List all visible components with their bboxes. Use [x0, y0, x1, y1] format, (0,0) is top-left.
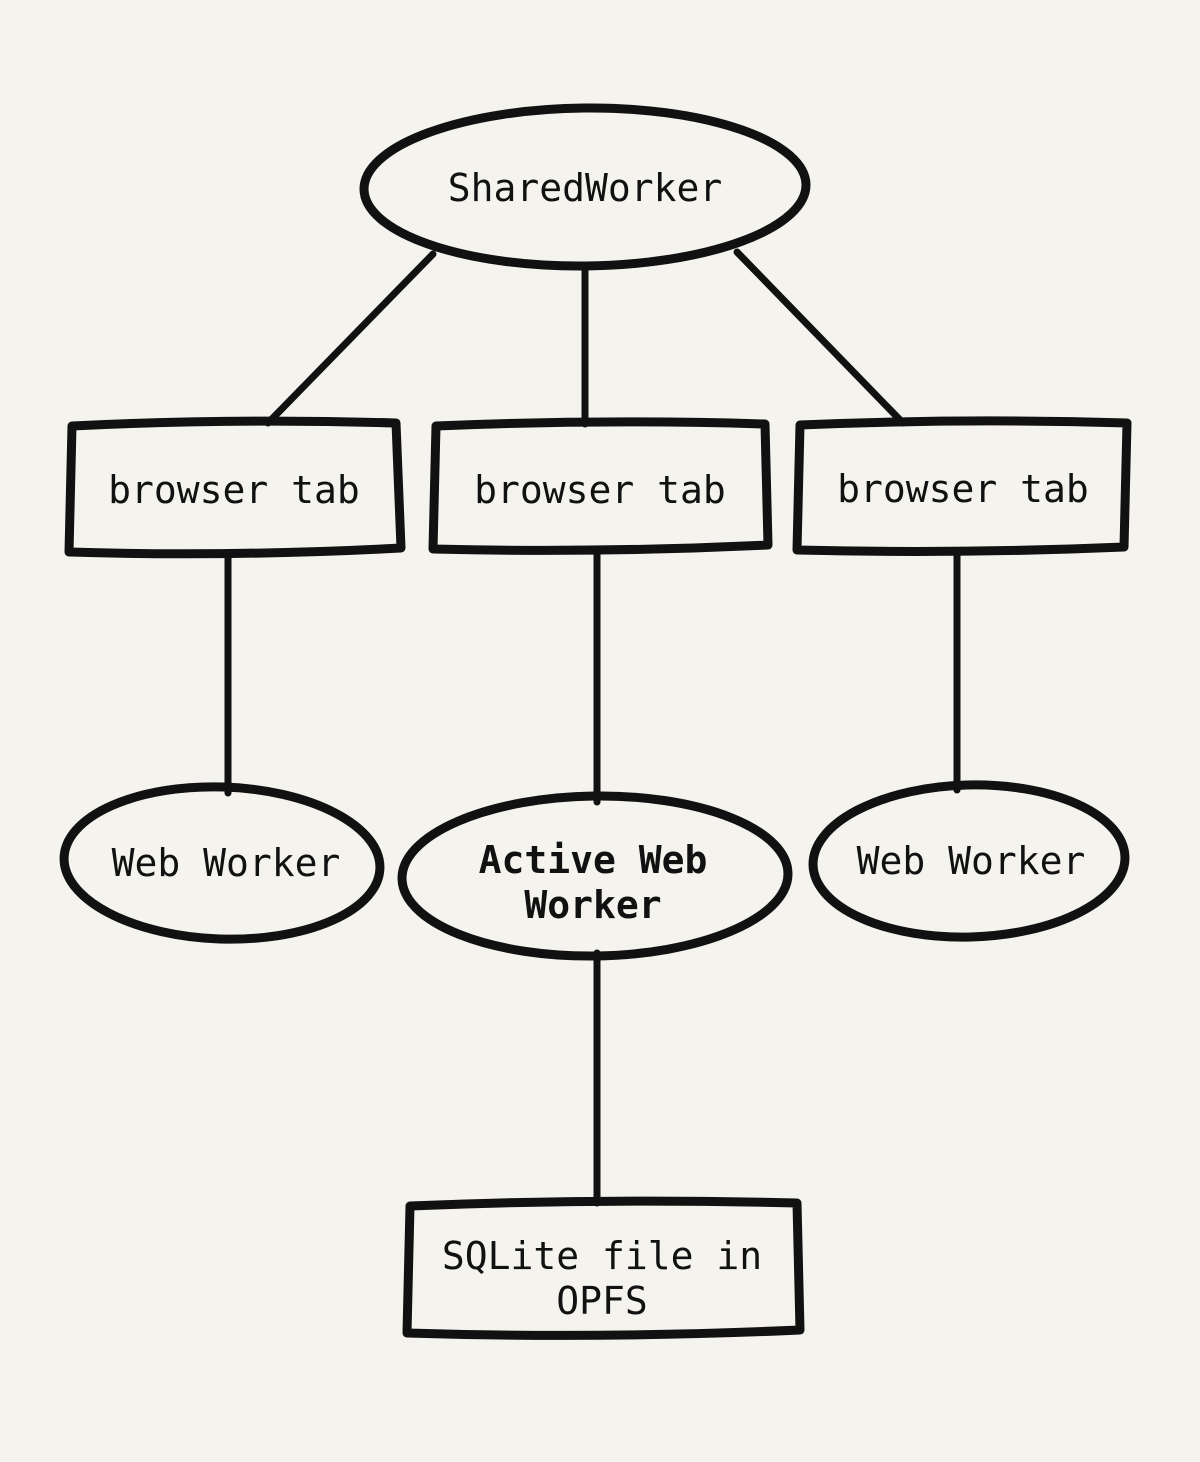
shared-worker-ellipse: [359, 103, 811, 271]
browser-tab-left-label: browser tab: [108, 468, 360, 512]
node-browser-tab-middle: browser tab: [428, 417, 773, 555]
web-worker-right-label: Web Worker: [857, 839, 1086, 883]
sqlite-file-label-line2: OPFS: [556, 1279, 648, 1323]
web-worker-left-label: Web Worker: [112, 841, 341, 885]
browser-tab-right-label: browser tab: [837, 467, 1089, 511]
node-active-web-worker: Active Web Worker: [397, 791, 793, 961]
web-worker-right-ellipse: [808, 780, 1130, 942]
node-browser-tab-right: browser tab: [792, 416, 1132, 556]
sqlite-file-label-line1: SQLite file in: [442, 1234, 762, 1278]
sqlite-file-box: [402, 1196, 805, 1340]
browser-tab-middle-box: [428, 417, 773, 555]
edge-sharedworker-tab-right: [733, 248, 907, 427]
active-web-worker-ellipse: [397, 791, 793, 961]
node-web-worker-left: Web Worker: [59, 782, 385, 944]
browser-tab-middle-label: browser tab: [474, 468, 726, 512]
web-worker-left-ellipse: [59, 782, 385, 944]
node-shared-worker: SharedWorker: [359, 103, 811, 271]
edge-sharedworker-tab-left: [264, 250, 437, 427]
browser-tab-right-box: [792, 416, 1132, 556]
browser-tab-left-box: [64, 416, 406, 559]
shared-worker-label: SharedWorker: [448, 166, 723, 210]
node-sqlite-file: SQLite file in OPFS: [402, 1196, 805, 1340]
active-web-worker-label-line2: Worker: [524, 883, 661, 927]
active-web-worker-label-line1: Active Web: [479, 838, 708, 882]
node-browser-tab-left: browser tab: [64, 416, 406, 559]
node-web-worker-right: Web Worker: [808, 780, 1130, 942]
